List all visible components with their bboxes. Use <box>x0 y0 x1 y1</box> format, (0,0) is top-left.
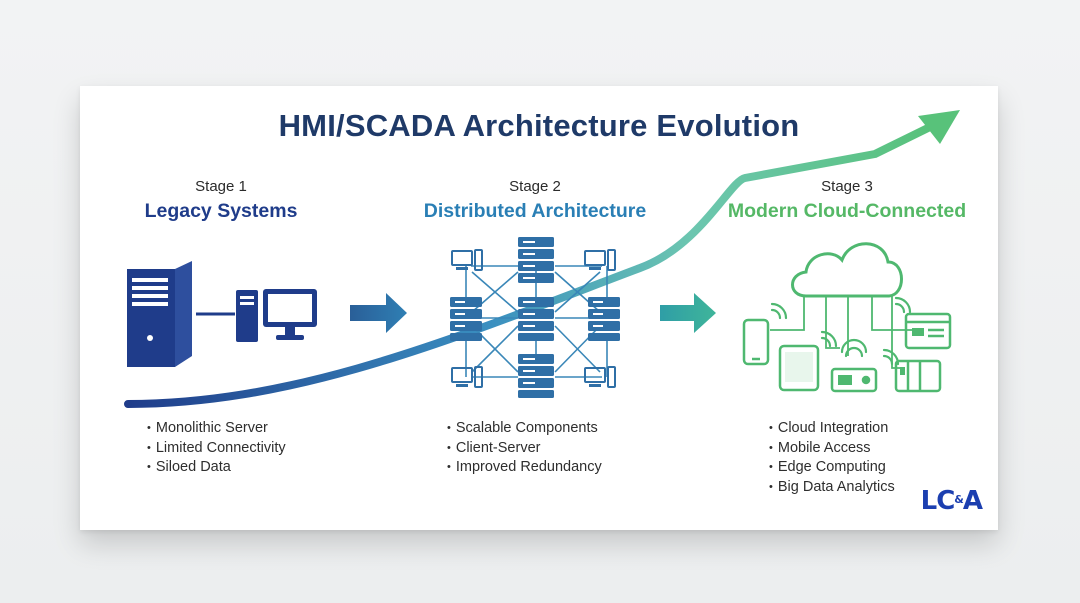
list-item: Improved Redundancy <box>447 458 602 478</box>
list-item: Mobile Access <box>769 439 895 459</box>
list-item: Cloud Integration <box>769 419 895 439</box>
trend-arrow-head <box>918 110 960 144</box>
stage-2-name: Distributed Architecture <box>423 200 647 222</box>
stage-2-bullets: Scalable Components Client-Server Improv… <box>447 419 602 478</box>
arrow-right-icon <box>350 293 407 333</box>
stage-3-bullets: Cloud Integration Mobile Access Edge Com… <box>769 419 895 497</box>
list-item: Scalable Components <box>447 419 602 439</box>
arrow-right-icon <box>660 293 716 333</box>
stage-1-name: Legacy Systems <box>144 200 298 222</box>
logo-text-amp: & <box>954 493 964 506</box>
infographic-board: HMI/SCADA Architecture Evolution Stage 1… <box>80 86 998 530</box>
list-item: Big Data Analytics <box>769 478 895 498</box>
list-item: Client-Server <box>447 439 602 459</box>
list-item: Edge Computing <box>769 458 895 478</box>
browser-window-icon <box>904 312 952 350</box>
cloud-icon <box>791 242 903 298</box>
stage-3-name: Modern Cloud-Connected <box>727 200 967 222</box>
tablet-icon <box>778 344 820 392</box>
wireless-signal-icons <box>770 296 912 366</box>
legacy-server-icon <box>127 261 192 367</box>
page-title: HMI/SCADA Architecture Evolution <box>278 108 800 143</box>
trend-arrow <box>124 110 960 408</box>
cloud-connections <box>770 296 912 369</box>
stage-2-number: Stage 2 <box>509 178 561 195</box>
desktop-computer-icon <box>236 289 317 342</box>
mobile-phone-icon <box>742 318 770 366</box>
stage-1-bullets: Monolithic Server Limited Connectivity S… <box>147 419 286 478</box>
company-logo: LC&A <box>920 486 983 516</box>
stage-1-number: Stage 1 <box>195 178 247 195</box>
list-item: Limited Connectivity <box>147 439 286 459</box>
distributed-network-icon <box>465 265 608 378</box>
list-item: Monolithic Server <box>147 419 286 439</box>
diagram-artwork <box>124 110 960 408</box>
stage-3-number: Stage 3 <box>821 178 873 195</box>
logo-text-main: LC <box>920 486 956 516</box>
network-nodes <box>450 237 620 398</box>
edge-device-icon <box>830 367 878 393</box>
list-item: Siloed Data <box>147 458 286 478</box>
logo-text-end: A <box>962 486 983 516</box>
plc-controller-icon <box>894 359 942 393</box>
